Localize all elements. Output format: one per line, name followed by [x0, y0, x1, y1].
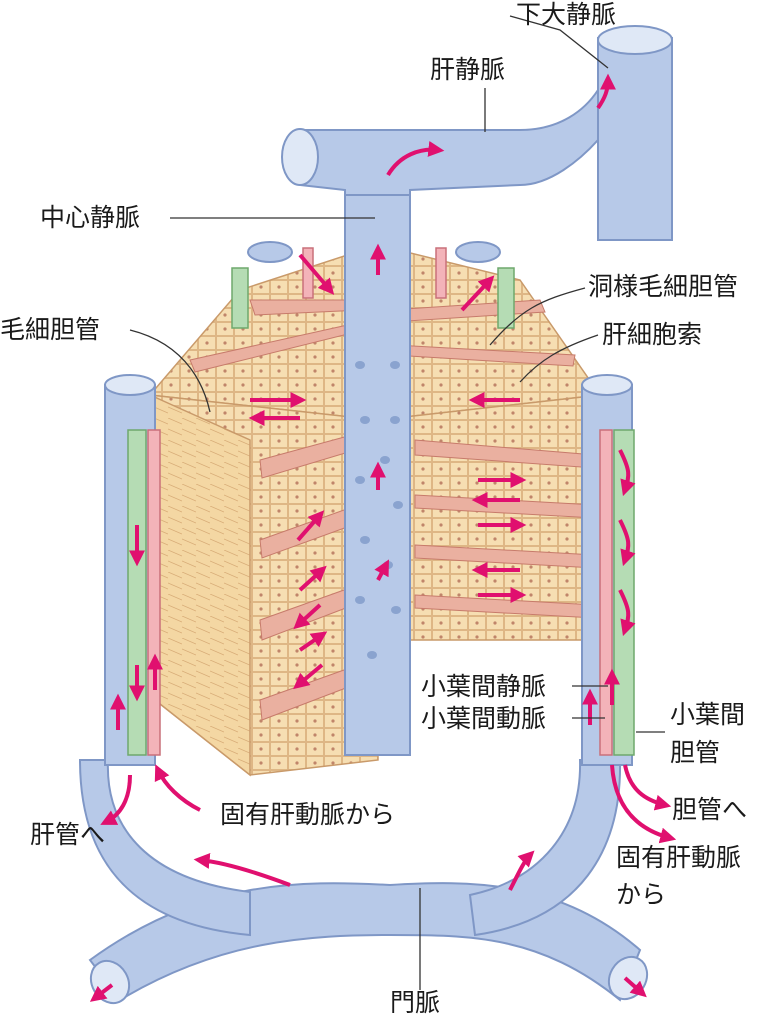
- label-proper-hepatic-artery-right-line2: から: [616, 880, 667, 909]
- label-proper-hepatic-artery-right-line1: 固有肝動脈: [616, 843, 742, 872]
- right-portal-branch: [468, 759, 622, 937]
- label-interlobular-bile-duct-line1: 小葉間: [670, 700, 746, 729]
- inferior-vena-cava: [597, 25, 673, 241]
- label-hepatic-duct: 肝管へ: [30, 820, 106, 849]
- top-vessels: [231, 241, 515, 329]
- hepatic-vein: [281, 86, 599, 201]
- label-hepatic-cord: 肝細胞索: [602, 320, 703, 349]
- label-interlobular-vein: 小葉間静脈: [418, 672, 550, 702]
- label-hepatic-vein: 肝静脈: [430, 55, 506, 84]
- label-interlobular-bile-duct-line2: 胆管: [670, 738, 721, 767]
- leader-lines: [129, 15, 665, 990]
- label-ivc: 下大静脈: [516, 0, 617, 29]
- left-portal-triad: [104, 374, 161, 766]
- label-central-vein: 中心静脈: [40, 203, 141, 232]
- label-to-bile-duct: 胆管へ: [672, 795, 748, 824]
- left-portal-branch: [78, 759, 251, 937]
- flow-arrows: [89, 73, 677, 1002]
- label-interlobular-artery: 小葉間動脈: [418, 704, 550, 734]
- label-bile-capillary: 毛細胆管: [0, 315, 101, 344]
- label-proper-hepatic-artery-left: 固有肝動脈から: [220, 800, 396, 829]
- label-portal-vein: 門脈: [390, 988, 441, 1017]
- label-sinusoid-capillary: 洞様毛細胆管: [588, 272, 739, 301]
